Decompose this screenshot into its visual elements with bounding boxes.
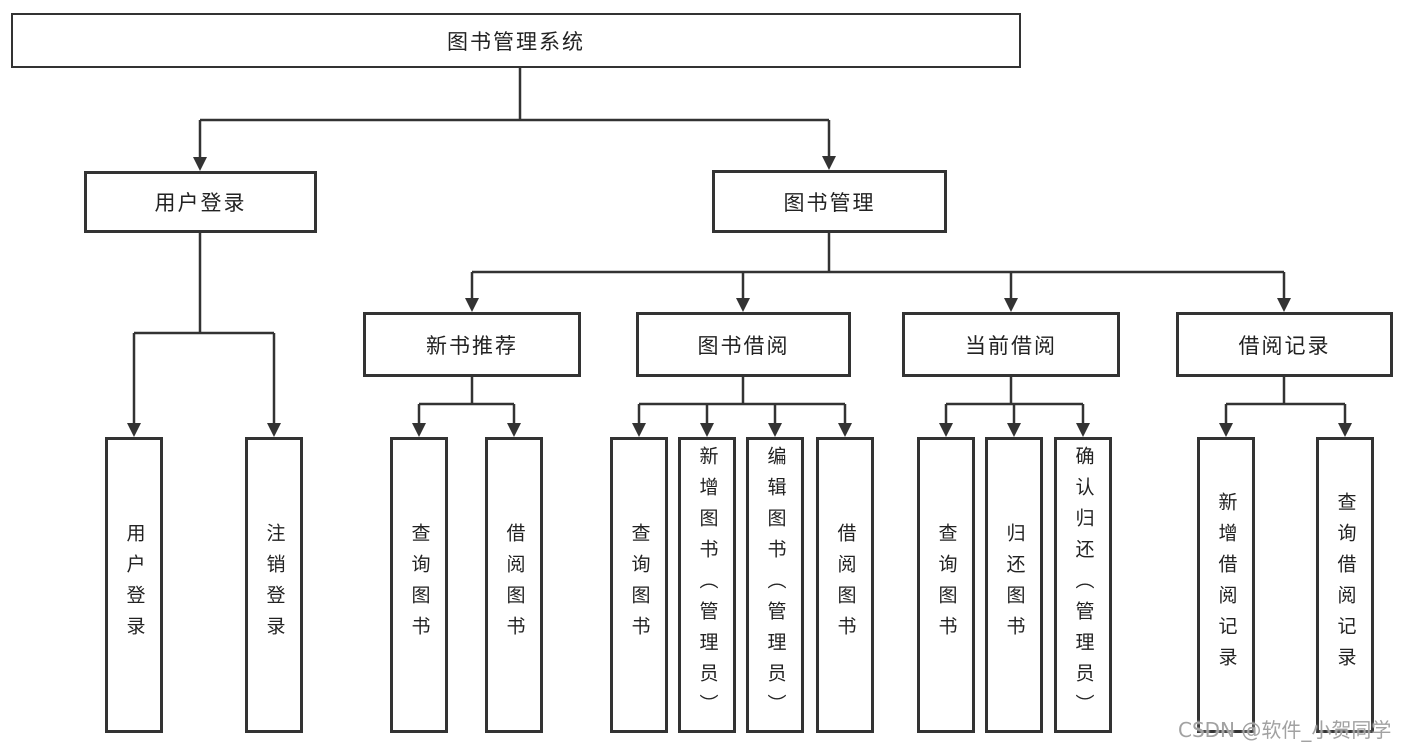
csdn-watermark: CSDN @软件_小贺同学 [1178, 718, 1392, 742]
leaf-query-books-2: 查询图书 [610, 437, 668, 733]
leaf-query-books-3-label: 查询图书 [935, 523, 958, 647]
leaf-confirm-return-admin-label: 确认归还（管理员） [1072, 445, 1095, 725]
leaf-query-borrow-record-label: 查询借阅记录 [1334, 492, 1357, 678]
node-current-borrow: 当前借阅 [902, 312, 1120, 377]
leaf-query-books-1: 查询图书 [390, 437, 448, 733]
node-user-login: 用户登录 [84, 171, 317, 233]
node-book-borrow-label: 图书借阅 [697, 333, 790, 358]
node-root-label: 图书管理系统 [447, 29, 585, 54]
leaf-add-books-admin-label: 新增图书（管理员） [696, 445, 719, 725]
node-borrow-records-label: 借阅记录 [1238, 333, 1331, 358]
leaf-edit-books-admin: 编辑图书（管理员） [746, 437, 804, 733]
leaf-return-books: 归还图书 [985, 437, 1043, 733]
node-new-book-recommend-label: 新书推荐 [426, 333, 518, 358]
leaf-query-borrow-record: 查询借阅记录 [1316, 437, 1374, 733]
node-root-library-system: 图书管理系统 [11, 13, 1021, 68]
node-book-management-label: 图书管理 [783, 190, 876, 215]
leaf-add-books-admin: 新增图书（管理员） [678, 437, 736, 733]
leaf-add-borrow-record: 新增借阅记录 [1197, 437, 1255, 733]
leaf-return-books-label: 归还图书 [1003, 523, 1026, 647]
leaf-query-books-3: 查询图书 [917, 437, 975, 733]
leaf-user-login: 用户登录 [105, 437, 163, 733]
node-user-login-label: 用户登录 [154, 191, 247, 215]
leaf-borrow-books-2-label: 借阅图书 [834, 523, 857, 647]
leaf-query-books-2-label: 查询图书 [628, 523, 651, 647]
leaf-borrow-books-2: 借阅图书 [816, 437, 874, 733]
leaf-add-borrow-record-label: 新增借阅记录 [1215, 492, 1238, 678]
node-current-borrow-label: 当前借阅 [965, 333, 1057, 358]
leaf-logout: 注销登录 [245, 437, 303, 733]
leaf-user-login-label: 用户登录 [123, 523, 146, 647]
leaf-borrow-books-1: 借阅图书 [485, 437, 543, 733]
node-book-borrow: 图书借阅 [636, 312, 851, 377]
node-book-management: 图书管理 [712, 170, 947, 233]
leaf-edit-books-admin-label: 编辑图书（管理员） [764, 445, 787, 725]
leaf-query-books-1-label: 查询图书 [408, 523, 431, 647]
leaf-logout-label: 注销登录 [263, 523, 286, 647]
node-new-book-recommend: 新书推荐 [363, 312, 581, 377]
leaf-confirm-return-admin: 确认归还（管理员） [1054, 437, 1112, 733]
leaf-borrow-books-1-label: 借阅图书 [503, 523, 526, 647]
node-borrow-records: 借阅记录 [1176, 312, 1393, 377]
